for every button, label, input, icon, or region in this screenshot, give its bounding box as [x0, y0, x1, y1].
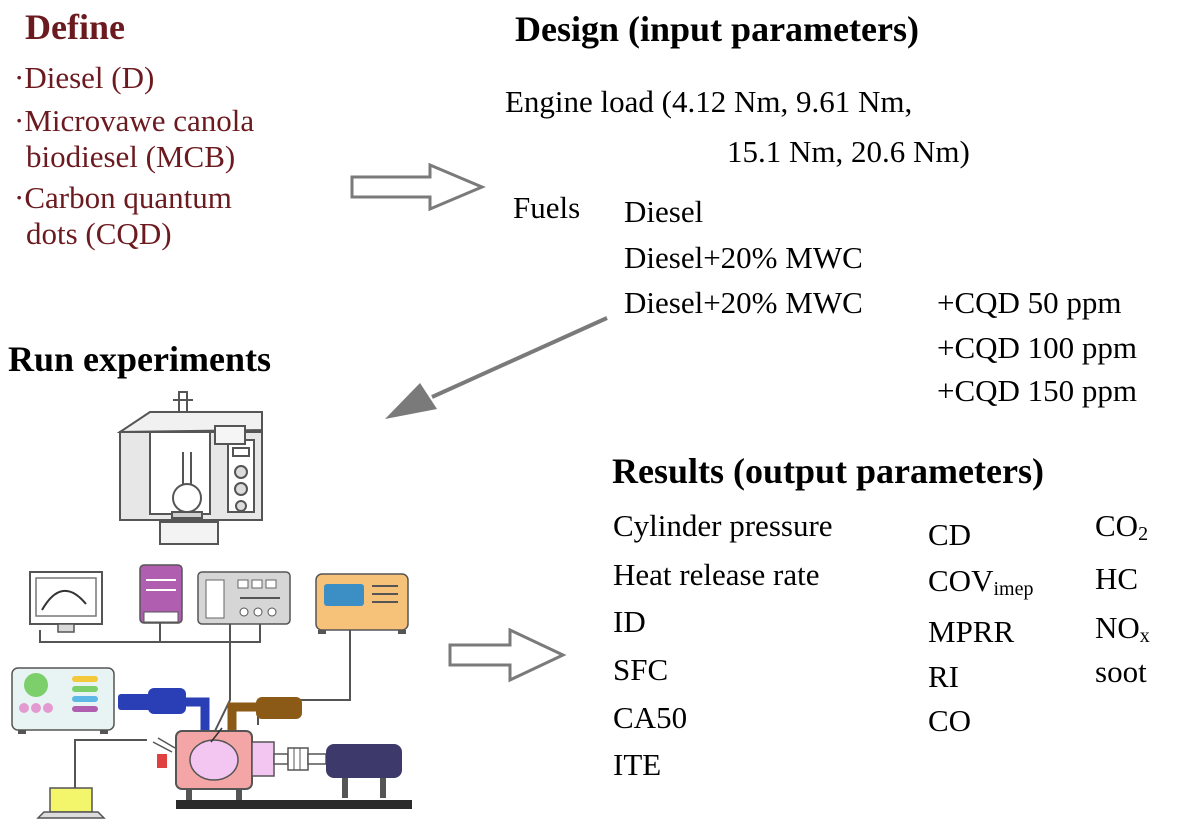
fuel-diesel-mwc-cqd: Diesel+20% MWC — [624, 285, 863, 320]
design-title: Design (input parameters) — [515, 9, 919, 49]
result-ca50: CA50 — [613, 700, 688, 735]
result-ite: ITE — [613, 747, 662, 782]
result-nox: NOx — [1095, 610, 1150, 648]
result-cylinder-pressure: Cylinder pressure — [613, 508, 833, 543]
engine-icon — [157, 727, 275, 790]
co2-main: CO — [1095, 508, 1139, 543]
purple-analyzer-icon — [139, 564, 183, 624]
intake-pipe-icon — [118, 688, 210, 735]
hollow-arrow-right-icon — [350, 162, 486, 212]
result-heat-release-rate: Heat release rate — [613, 557, 820, 592]
cqd-150: +CQD 150 ppm — [937, 373, 1138, 408]
bullet: · — [14, 103, 25, 138]
laptop-icon — [36, 787, 106, 819]
result-hc: HC — [1095, 561, 1139, 596]
microwave-apparatus-icon — [116, 391, 263, 545]
results-title: Results (output parameters) — [612, 451, 1044, 491]
cqd-50: +CQD 50 ppm — [937, 285, 1122, 320]
hollow-arrow-right-icon — [448, 627, 567, 683]
result-mprr: MPRR — [928, 614, 1015, 649]
result-co2: CO2 — [1095, 508, 1148, 546]
result-ri: RI — [928, 659, 959, 694]
gas-analyzer-icon — [11, 667, 115, 734]
fuels-label: Fuels — [513, 190, 581, 225]
coupling-icon — [273, 747, 327, 771]
nox-main: NO — [1095, 610, 1140, 645]
nox-subscript: x — [1139, 625, 1150, 647]
define-item-label: Carbon quantum — [24, 180, 232, 215]
injector-icon — [152, 737, 176, 753]
result-cd: CD — [928, 517, 972, 552]
define-item-cqd: ·Carbon quantum dots (CQD) — [14, 180, 232, 252]
result-sfc: SFC — [613, 652, 669, 687]
orange-analyzer-icon — [315, 573, 409, 634]
define-item-label: Microvawe canola — [24, 103, 255, 138]
fuel-diesel: Diesel — [624, 194, 704, 229]
run-experiments-title: Run experiments — [8, 339, 271, 379]
define-item-label-2: dots (CQD) — [26, 216, 172, 251]
engine-test-bench-icon — [11, 564, 412, 819]
pc-monitor-icon — [29, 571, 103, 633]
test-bench-base — [176, 800, 412, 809]
define-item-diesel: ·Diesel (D) — [14, 60, 154, 96]
bullet: · — [14, 180, 25, 215]
diagonal-arrow-icon — [385, 316, 608, 419]
engine-load-line2: 15.1 Nm, 20.6 Nm) — [727, 134, 970, 169]
engine-load-line1: Engine load (4.12 Nm, 9.61 Nm, — [505, 84, 913, 119]
co2-subscript: 2 — [1138, 523, 1149, 545]
dynamometer-icon — [326, 744, 402, 798]
exhaust-pipe-icon — [227, 697, 302, 735]
cov-main: COV — [928, 563, 994, 598]
result-soot: soot — [1095, 654, 1147, 689]
result-co: CO — [928, 703, 972, 738]
cqd-100: +CQD 100 ppm — [937, 330, 1138, 365]
fuel-diesel-mwc: Diesel+20% MWC — [624, 240, 863, 275]
define-title: Define — [25, 7, 125, 47]
control-unit-icon — [197, 571, 291, 625]
result-id: ID — [613, 604, 646, 639]
bullet: · — [14, 60, 25, 95]
define-item-label-2: biodiesel (MCB) — [26, 139, 236, 174]
result-cov-imep: COVimep — [928, 563, 1033, 601]
define-item-label: Diesel (D) — [24, 60, 155, 95]
define-item-mcb: ·Microvawe canola biodiesel (MCB) — [14, 103, 254, 175]
cov-subscript: imep — [993, 578, 1034, 600]
